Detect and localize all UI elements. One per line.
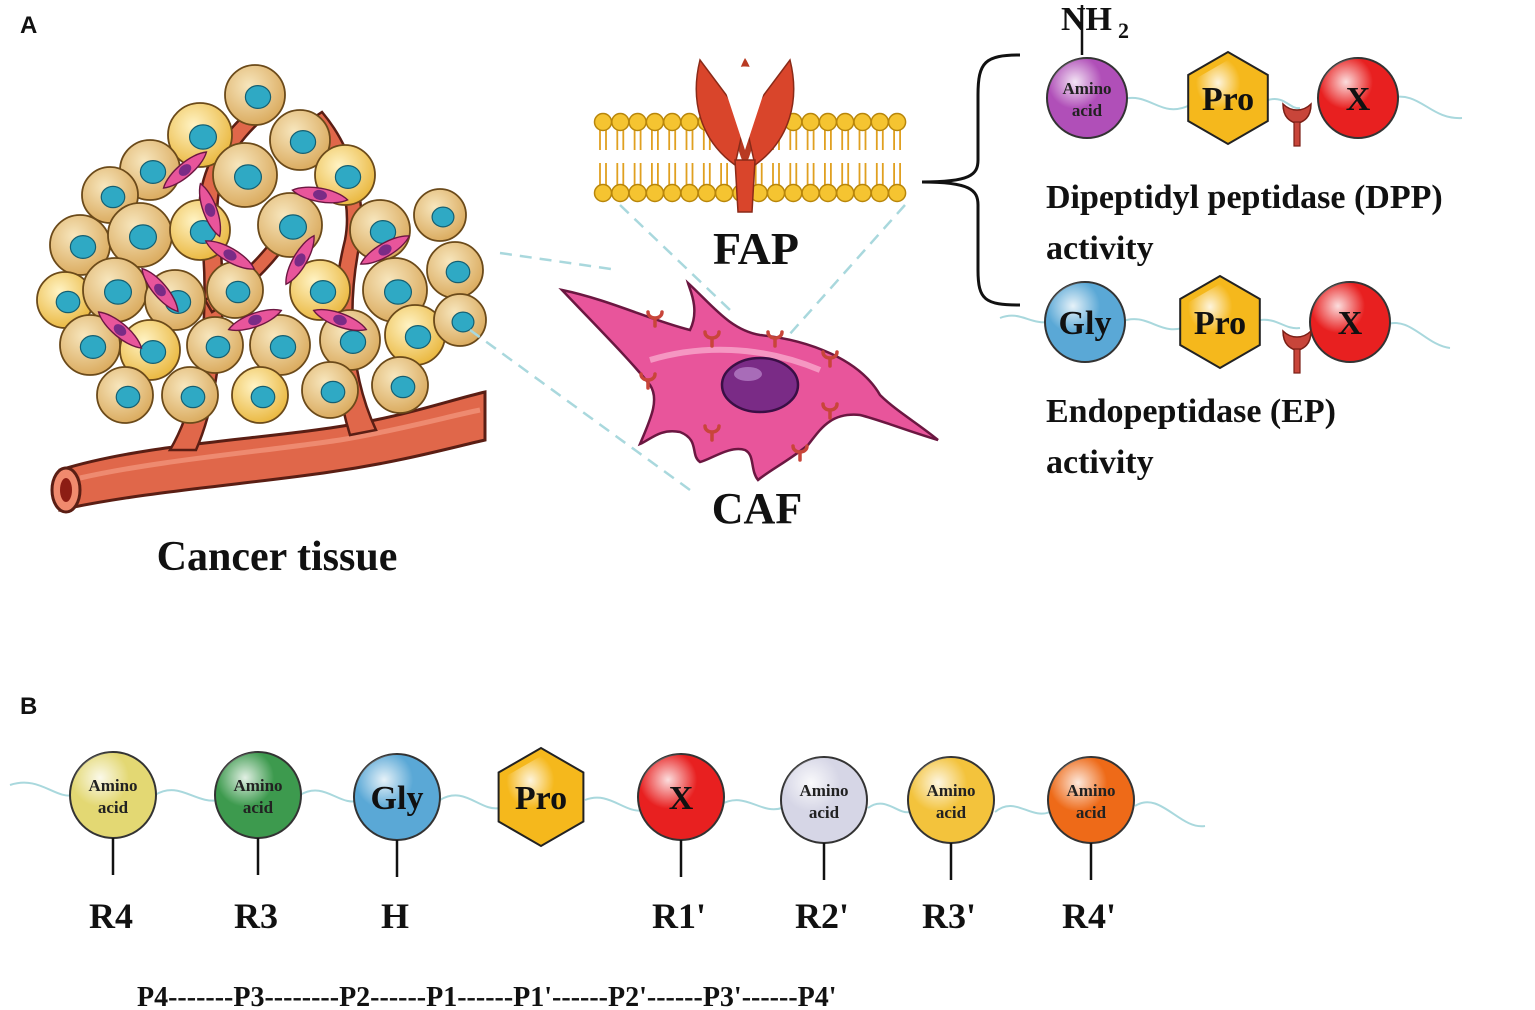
b-bead-1: Amino acid <box>69 751 157 839</box>
cleavage-site-icon <box>1282 329 1312 374</box>
b-bead-1-label-part: Amino <box>88 776 137 795</box>
b-bead-1-label-part: acid <box>98 798 129 817</box>
b-bead-6-label-part: Amino <box>799 781 848 800</box>
b-bead-3: Gly <box>353 753 441 841</box>
dpp-bead-2: Pro <box>1187 50 1269 146</box>
r-group-label: R4 <box>89 896 133 936</box>
fap-label: FAP <box>713 223 799 274</box>
b-bead-7-label-part: Amino <box>926 781 975 800</box>
cancer-tissue-illustration <box>36 64 487 514</box>
blood-vessel <box>50 390 487 514</box>
cell-membrane <box>593 112 907 203</box>
dpp-label-line2: activity <box>1046 230 1154 267</box>
panel-letter-a: A <box>20 12 37 39</box>
dpp-bead-2-label: Pro <box>1202 81 1254 118</box>
dpp-bead-1-label-part: Amino <box>1062 79 1111 98</box>
ep-label-line1: Endopeptidase (EP) <box>1046 393 1336 430</box>
ep-bead-2: Pro <box>1179 274 1261 370</box>
dpp-bead-3-label: X <box>1346 81 1371 118</box>
b-bead-2-label-part: Amino <box>233 776 282 795</box>
r-group-label: H <box>381 896 409 936</box>
dpp-bead-3: X <box>1317 57 1399 139</box>
caf-cell <box>558 279 939 482</box>
ep-bead-3-label: X <box>1338 305 1363 342</box>
nh2-subscript: 2 <box>1118 18 1129 43</box>
ep-bead-1: Gly <box>1044 281 1126 363</box>
cleavage-site-icon <box>1282 102 1312 147</box>
b-bead-6: Amino acid <box>780 756 868 844</box>
zoom-lines <box>469 204 906 492</box>
ep-bead-1-label: Gly <box>1059 305 1112 342</box>
ep-bead-3: X <box>1309 281 1391 363</box>
dpp-label-line1: Dipeptidyl peptidase (DPP) <box>1046 179 1443 216</box>
ep-peptide-chain: Gly Pro X <box>999 274 1451 374</box>
b-bead-7-label-part: acid <box>936 803 967 822</box>
b-bead-7: Amino acid <box>907 756 995 844</box>
panel-letter-b: B <box>20 693 37 720</box>
b-bead-8-label-part: Amino <box>1066 781 1115 800</box>
b-bead-8-label-part: acid <box>1076 803 1107 822</box>
b-bead-2: Amino acid <box>214 751 302 839</box>
b-bead-6-label-part: acid <box>809 803 840 822</box>
ep-bead-2-label: Pro <box>1194 305 1246 342</box>
r-group-label: R3 <box>234 896 278 936</box>
dpp-bead-1: Amino acid <box>1046 57 1128 139</box>
b-bead-2-label-part: acid <box>243 798 274 817</box>
tumor-cell-cluster <box>36 64 487 424</box>
b-bead-4-label: Pro <box>515 780 567 817</box>
positions-line: P4-------P3--------P2------P1------P1'--… <box>137 982 837 1010</box>
b-bead-5-label: X <box>669 780 694 817</box>
caf-label: CAF <box>712 484 802 533</box>
caf-fap-receptors <box>639 310 839 462</box>
b-bead-3-label: Gly <box>371 780 424 817</box>
r-group-label: R3' <box>922 896 976 936</box>
nh2-label: NH <box>1061 1 1112 38</box>
cancer-tissue-label: Cancer tissue <box>157 534 398 580</box>
b-bead-8: Amino acid <box>1047 756 1135 844</box>
nh2-terminal: NH 2 <box>1061 1 1129 55</box>
ep-label-line2: activity <box>1046 444 1154 481</box>
bracket <box>921 53 1021 307</box>
b-bead-4: Pro <box>497 746 585 848</box>
r-group-label: R1' <box>652 896 706 936</box>
b-bead-5: X <box>637 753 725 841</box>
r-group-label: R4' <box>1062 896 1116 936</box>
tissue-fibroblasts <box>97 151 411 349</box>
r-group-label: R2' <box>795 896 849 936</box>
dpp-bead-1-label-part: acid <box>1072 101 1103 120</box>
dpp-peptide-chain: Amino acid Pro X <box>1046 50 1463 147</box>
fap-protein <box>695 58 795 213</box>
